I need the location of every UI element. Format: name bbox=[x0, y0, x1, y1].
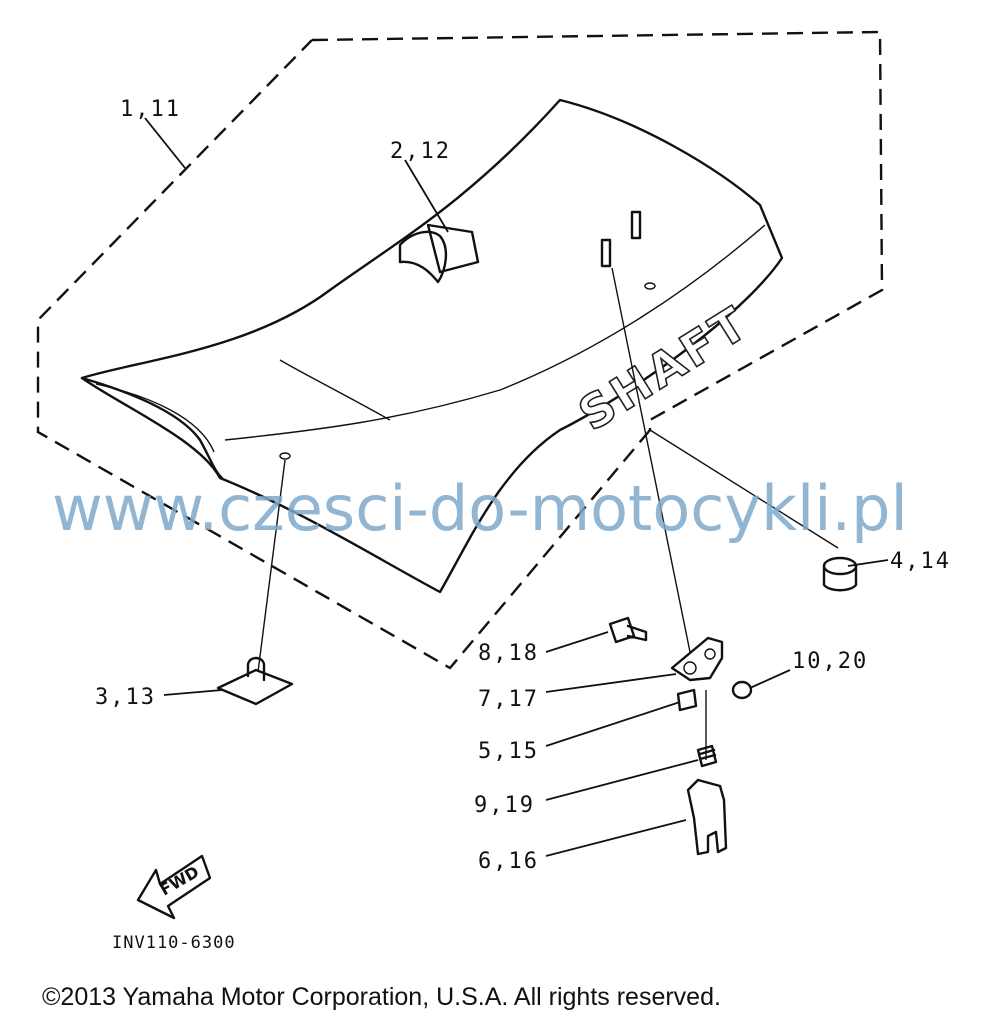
fwd-arrow-label: FWD bbox=[157, 862, 203, 899]
callout-nut: 10,20 bbox=[792, 649, 868, 674]
callout-damper: 4,14 bbox=[890, 549, 951, 574]
lever-part bbox=[670, 636, 724, 682]
callout-seat: 1,11 bbox=[120, 97, 181, 122]
diagram-code: INV110-6300 bbox=[112, 933, 236, 953]
callout-spring: 9,19 bbox=[474, 793, 535, 818]
copyright-notice: ©2013 Yamaha Motor Corporation, U.S.A. A… bbox=[42, 983, 721, 1011]
assembly-boundary bbox=[36, 30, 884, 670]
seat-lettering: SHAFT bbox=[569, 295, 759, 441]
nut-plate-part bbox=[216, 656, 294, 706]
callout-lever: 7,17 bbox=[478, 687, 539, 712]
callout-nut-plate: 3,13 bbox=[95, 685, 156, 710]
callout-spacer: 5,15 bbox=[478, 739, 539, 764]
fwd-arrow-icon: FWD bbox=[136, 854, 212, 920]
damper-part bbox=[822, 556, 858, 592]
callout-bolt: 8,18 bbox=[478, 641, 539, 666]
bolt-part bbox=[608, 616, 648, 644]
spring-part bbox=[696, 744, 718, 768]
watermark: www.czesci-do-motocykli.pl bbox=[52, 472, 908, 545]
spacer-part bbox=[676, 688, 698, 712]
callout-catch: 6,16 bbox=[478, 849, 539, 874]
callout-strap: 2,12 bbox=[390, 139, 451, 164]
catch-part bbox=[686, 778, 728, 856]
nut-part bbox=[731, 680, 753, 700]
